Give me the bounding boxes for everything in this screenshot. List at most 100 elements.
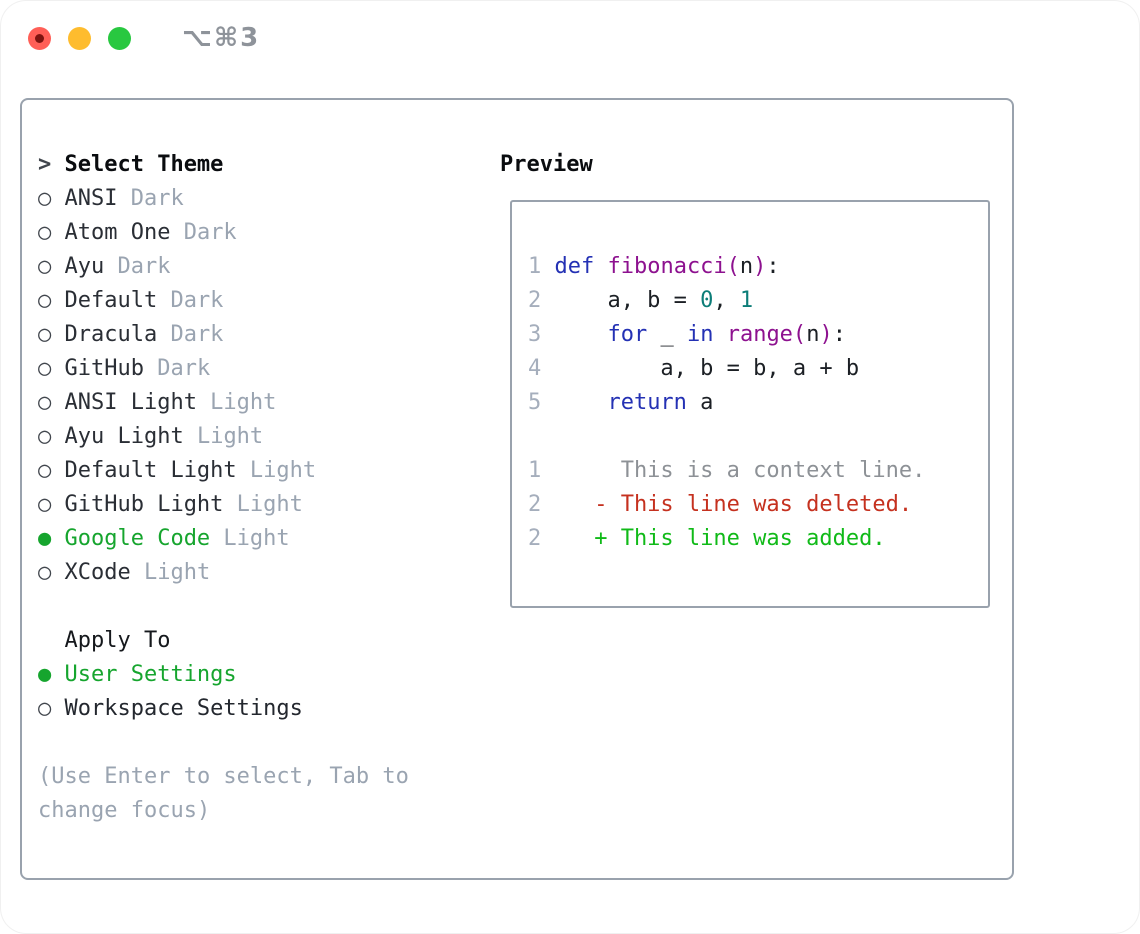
theme-option-label: Ayu Light	[64, 424, 184, 449]
token-plain	[554, 390, 607, 415]
diff-line-added: 2 + This line was added.	[528, 522, 988, 556]
zoom-button[interactable]	[108, 26, 131, 50]
radio-icon: ○	[38, 254, 52, 279]
token-plain: a, b = b, a + b	[554, 356, 860, 381]
diff-line-deleted: 2 - This line was deleted.	[528, 488, 988, 522]
theme-option-label: XCode	[64, 560, 131, 585]
token-keyword: in	[686, 322, 714, 347]
theme-variant-label: Dark	[157, 288, 224, 313]
apply-option-label: User Settings	[64, 662, 237, 687]
token-function: )	[753, 254, 767, 279]
theme-option-default-dark[interactable]: ○Default Dark	[38, 284, 488, 318]
theme-variant-label: Dark	[170, 220, 237, 245]
theme-list: ○ANSI Dark○Atom One Dark○Ayu Dark○Defaul…	[38, 182, 488, 590]
theme-list-section: >Select Theme ○ANSI Dark○Atom One Dark○A…	[38, 148, 488, 828]
theme-option-xcode-light[interactable]: ○ XCode Light	[38, 556, 488, 590]
apply-option-user-settings[interactable]: ● User Settings	[38, 658, 488, 692]
token-plain: ,	[713, 288, 740, 313]
select-theme-header: >Select Theme	[38, 148, 488, 182]
token-plain: a	[686, 390, 714, 415]
theme-variant-label: Light	[130, 560, 211, 585]
theme-option-label: Dracula	[64, 322, 158, 347]
line-number: 1	[528, 458, 542, 483]
theme-option-label: GitHub	[64, 356, 144, 381]
diff-text-deleted: - This line was deleted.	[554, 492, 913, 517]
token-plain	[554, 322, 607, 347]
theme-option-github-dark[interactable]: ○ GitHub Dark	[38, 352, 488, 386]
theme-option-label: ANSI Light	[64, 390, 197, 415]
line-number: 2	[528, 492, 542, 517]
theme-option-label: Default Light	[64, 458, 237, 483]
token-number: 0	[700, 288, 714, 313]
token-plain: :	[766, 254, 780, 279]
theme-variant-label: Light	[236, 458, 317, 483]
close-button[interactable]	[28, 26, 51, 50]
token-number: 1	[739, 288, 754, 313]
modified-indicator-icon	[35, 33, 44, 43]
radio-icon: ○	[38, 458, 52, 483]
diff-text-added: + This line was added.	[554, 526, 886, 551]
radio-icon: ○	[38, 356, 52, 381]
radio-icon: ○	[38, 560, 52, 585]
token-keyword: for	[607, 322, 648, 347]
theme-option-atom-one-dark[interactable]: ○Atom One Dark	[38, 216, 488, 250]
theme-option-ayu-dark[interactable]: ○Ayu Dark	[38, 250, 488, 284]
token-keyword: return	[607, 390, 687, 415]
line-number: 1	[528, 254, 542, 279]
theme-option-ansi-dark[interactable]: ○ANSI Dark	[38, 182, 488, 216]
token-plain: a, b =	[554, 288, 701, 313]
token-function: )	[819, 322, 833, 347]
apply-option-workspace-settings[interactable]: ○ Workspace Settings	[38, 692, 488, 726]
radio-icon: ○	[38, 288, 52, 313]
radio-icon: ○	[38, 390, 52, 415]
line-number: 3	[528, 322, 542, 347]
token-function: fibonacci(	[607, 254, 740, 279]
theme-variant-label: Light	[196, 390, 277, 415]
diff-line-context: 1 This is a context line.	[528, 454, 988, 488]
preview-title: Preview	[500, 152, 593, 177]
theme-variant-label: Dark	[143, 356, 211, 381]
apply-option-label: Workspace Settings	[64, 696, 303, 721]
prompt-caret-icon: >	[38, 152, 52, 177]
theme-variant-label: Light	[183, 424, 264, 449]
apply-to-title: Apply To	[64, 628, 171, 653]
theme-option-github-light-light[interactable]: ○ GitHub Light Light	[38, 488, 488, 522]
token-plain	[594, 254, 607, 279]
theme-option-label: Google Code	[64, 526, 211, 551]
theme-option-label: GitHub Light	[64, 492, 224, 517]
radio-icon: ●	[38, 526, 52, 551]
radio-icon: ●	[38, 662, 52, 687]
code-line: 3 for _ in range(n):	[528, 318, 988, 352]
radio-icon: ○	[38, 220, 52, 245]
theme-option-ayu-light-light[interactable]: ○Ayu Light Light	[38, 420, 488, 454]
radio-icon: ○	[38, 696, 52, 721]
theme-variant-label: Light	[223, 492, 303, 517]
line-number: 4	[528, 356, 542, 381]
theme-option-google-code-light[interactable]: ●Google Code Light	[38, 522, 488, 556]
titlebar: ⌥⌘3	[28, 23, 260, 53]
hint-text: (Use Enter to select, Tab to change focu…	[38, 760, 488, 828]
radio-icon: ○	[38, 186, 52, 211]
theme-option-label: ANSI	[64, 186, 118, 211]
line-number: 2	[528, 526, 542, 551]
token-plain: n	[806, 322, 820, 347]
theme-variant-label: Dark	[157, 322, 224, 347]
apply-to-list: ● User Settings ○ Workspace Settings	[38, 658, 488, 726]
code-line: 5 return a	[528, 386, 988, 420]
theme-option-ansi-light-light[interactable]: ○ ANSI Light Light	[38, 386, 488, 420]
line-number: 2	[528, 288, 542, 313]
token-function: range(	[726, 322, 807, 347]
theme-option-dracula-dark[interactable]: ○Dracula Dark	[38, 318, 488, 352]
code-line: 2 a, b = 0, 1	[528, 284, 988, 318]
hint-line-1: (Use Enter to select, Tab to	[38, 764, 409, 789]
theme-option-default-light-light[interactable]: ○ Default Light Light	[38, 454, 488, 488]
token-plain: _	[647, 322, 687, 347]
minimize-button[interactable]	[68, 26, 91, 50]
token-plain	[713, 322, 726, 347]
radio-icon: ○	[38, 492, 52, 517]
hint-line-2: change focus)	[38, 798, 211, 823]
